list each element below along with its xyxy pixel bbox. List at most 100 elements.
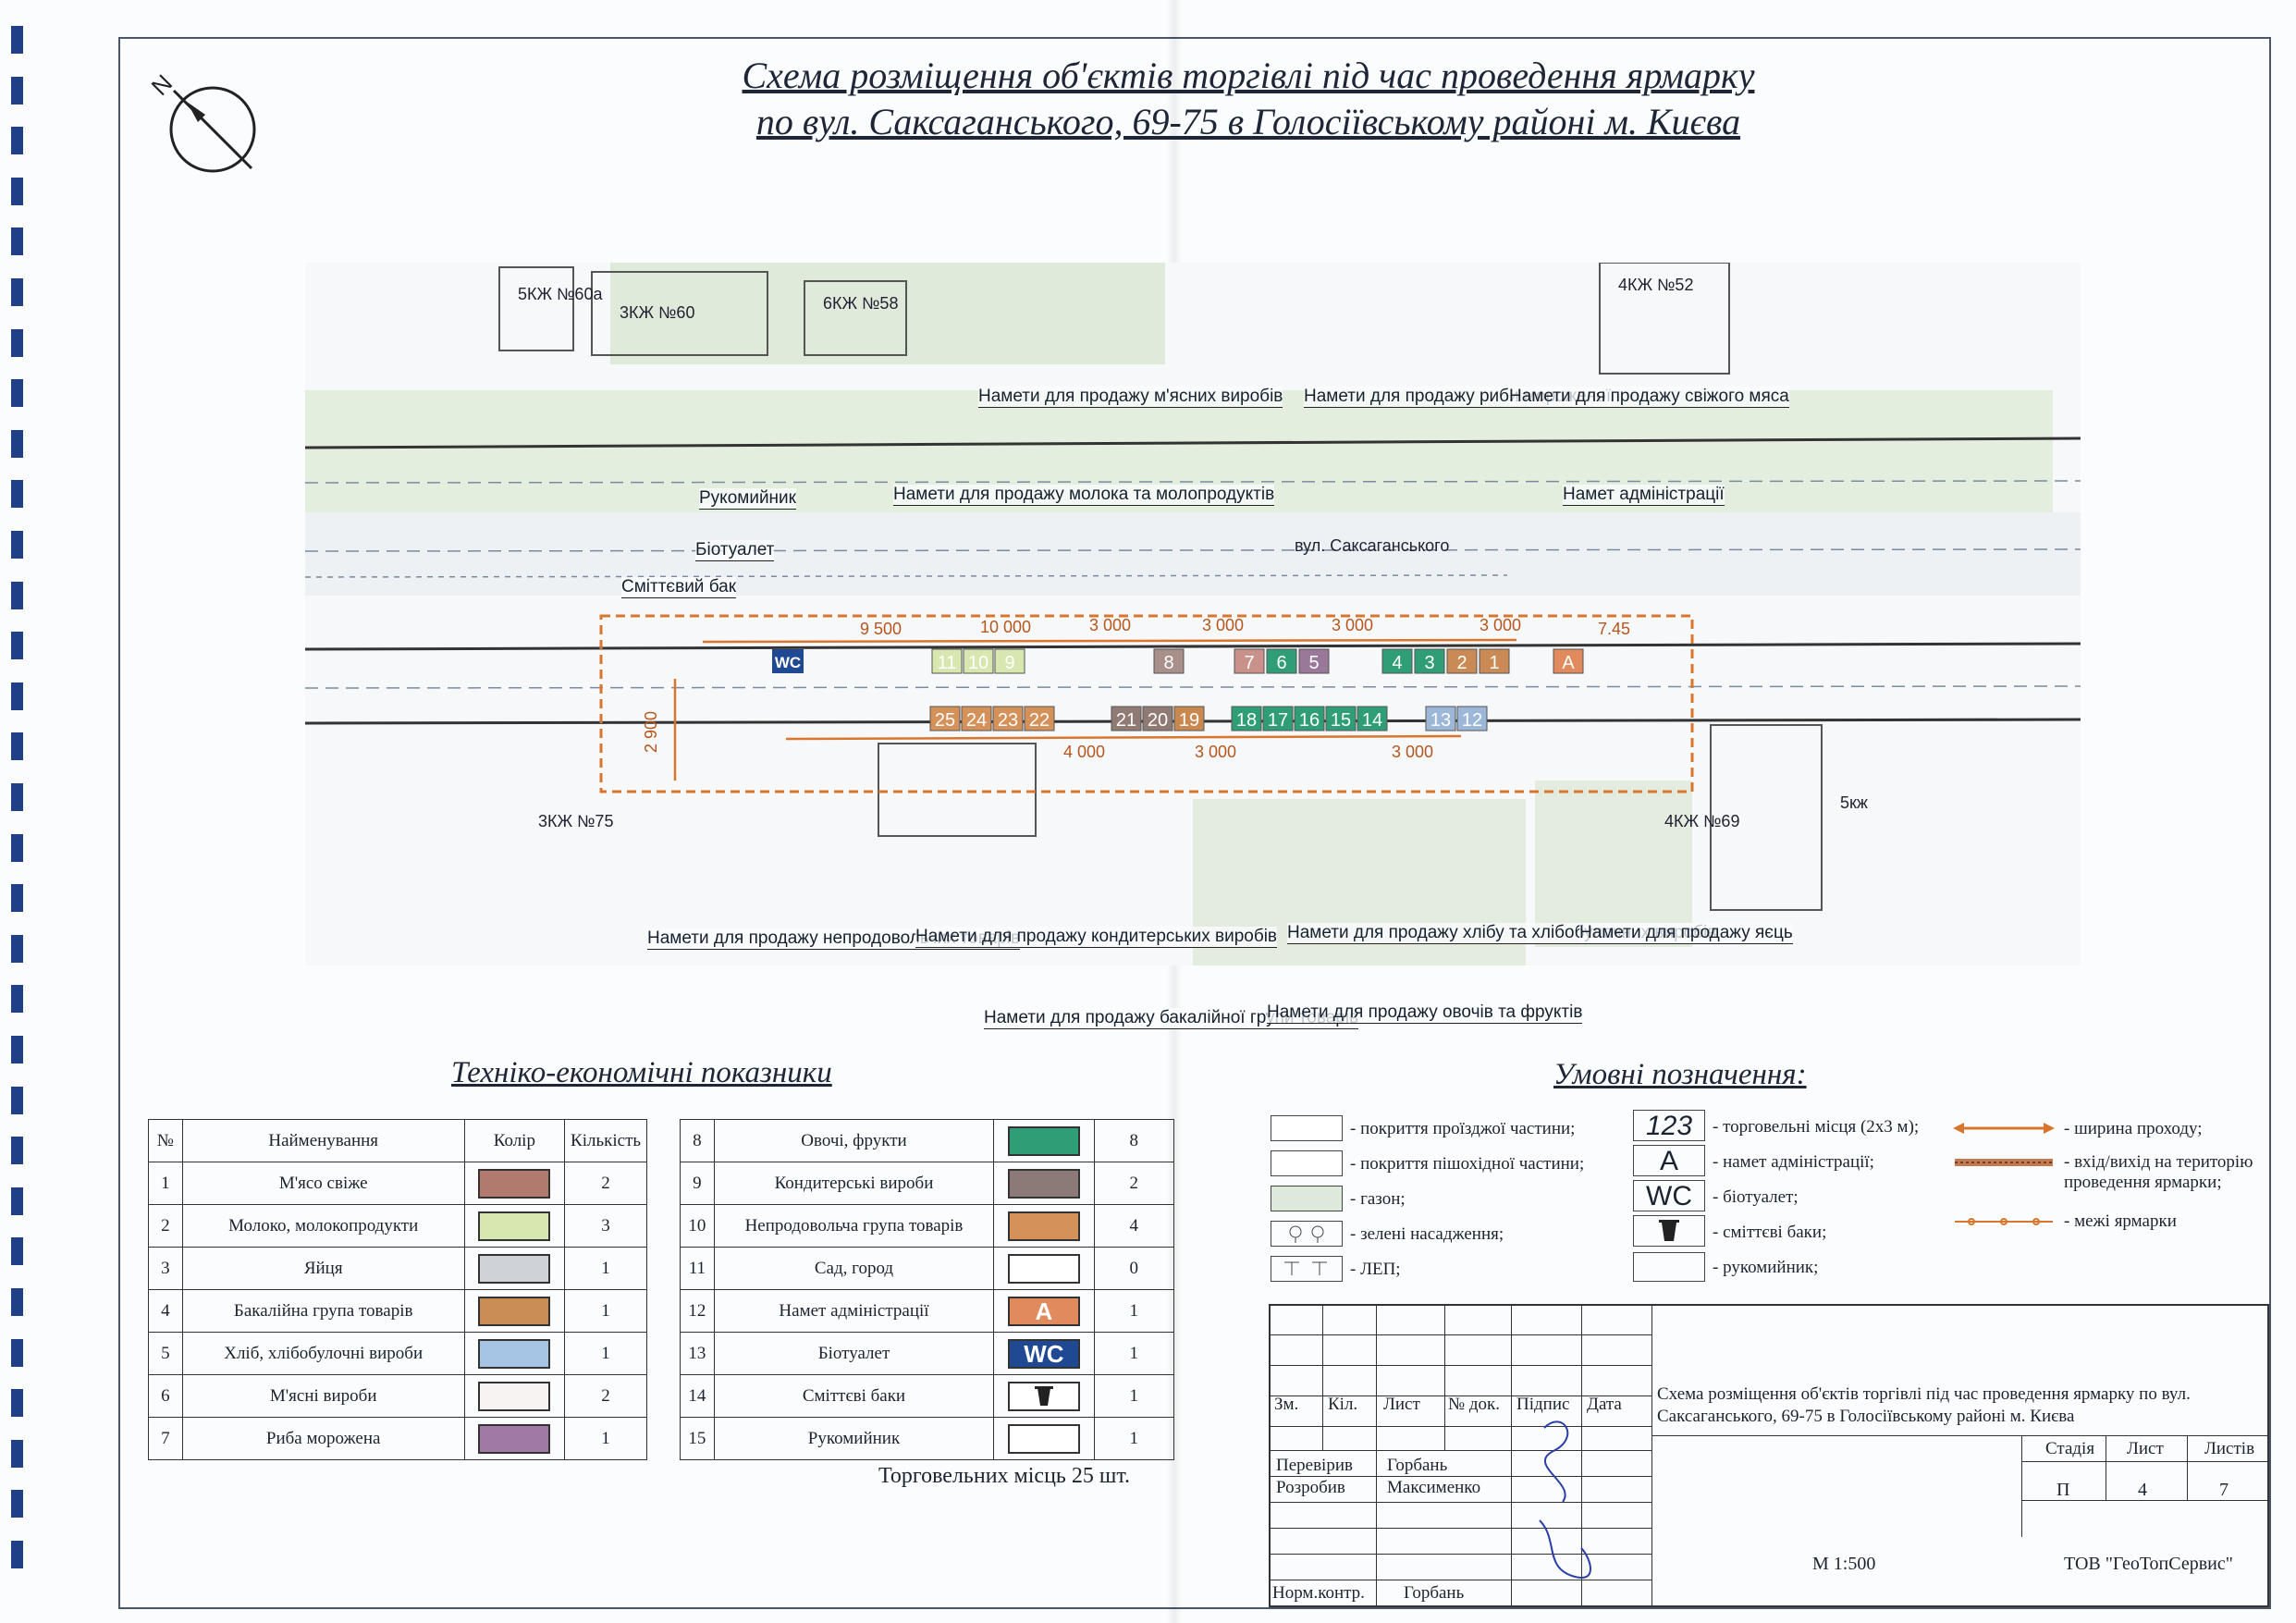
tep-total: Торговельних місць 25 шт. [878, 1464, 1131, 1488]
binding-hole [11, 278, 23, 306]
tep-row-name: Біотуалет [713, 1332, 995, 1375]
dim-3000-a: 3 000 [1089, 616, 1131, 634]
binding-hole [11, 783, 23, 811]
color-swatch [478, 1211, 551, 1241]
stall-25 [929, 706, 961, 732]
tep-header-name: Найменування [181, 1119, 465, 1162]
stall-number: 19 [1179, 710, 1199, 731]
tep-row-color [993, 1417, 1095, 1460]
tep-row-color [463, 1289, 566, 1333]
label-grocery: Намети для продажу бакалійної групи това… [984, 1008, 1359, 1029]
stall-19 [1173, 706, 1205, 732]
binding-hole [11, 1389, 23, 1418]
signature-scribble [1539, 1420, 1591, 1579]
legend-boundary: - межі ярмарки [2064, 1211, 2177, 1231]
color-swatch [478, 1381, 551, 1411]
tep-row-color [463, 1247, 566, 1290]
tep-row-qty: 1 [1093, 1332, 1175, 1375]
stall-number: 21 [1116, 710, 1136, 731]
binding-hole [11, 934, 23, 963]
tep-row-name: М'ясні вироби [181, 1374, 465, 1418]
stall-number: 1 [1489, 653, 1499, 673]
stall-A [1553, 648, 1584, 674]
stall-number: 11 [938, 653, 957, 673]
stall-number: 2 [1456, 653, 1467, 673]
tep-row-no: 7 [148, 1417, 183, 1460]
dim-2900: 2 900 [642, 711, 660, 753]
label-vegetables: Намети для продажу овочів та фруктів [1267, 1002, 1583, 1024]
tep-row-no: 6 [148, 1374, 183, 1418]
label-fresh-meat: Намети для продажу свіжого мяса [1509, 387, 1789, 408]
color-swatch [1007, 1168, 1080, 1199]
binding-hole [11, 531, 23, 559]
label-dairy: Намети для продажу молока та молопродукт… [893, 485, 1275, 506]
legend-lawn: - газон; [1350, 1189, 1406, 1209]
tep-row-color: A [993, 1289, 1095, 1333]
stamp-divider [1651, 1435, 2269, 1436]
stall-14 [1357, 706, 1388, 732]
color-swatch [478, 1168, 551, 1199]
tep-row-qty: 1 [1093, 1374, 1175, 1418]
tep-row-qty: 2 [1093, 1162, 1175, 1205]
binding-hole [11, 985, 23, 1014]
binding-hole [11, 127, 23, 155]
binding-hole [11, 1439, 23, 1468]
stall-2 [1446, 648, 1478, 674]
legend-roadway-swatch [1271, 1115, 1343, 1141]
stamp-col-lyst: Лист [1383, 1395, 1420, 1414]
tep-row-no: 14 [680, 1374, 715, 1418]
tep-row-name: Овочі, фрукти [713, 1119, 995, 1162]
tep-row-no: 15 [680, 1417, 715, 1460]
north-arrow-icon: N [148, 68, 256, 173]
stamp-stage-header: Стадія [2045, 1439, 2095, 1458]
dim-3000-b: 3 000 [1202, 616, 1244, 634]
binding-hole [11, 328, 23, 357]
title-line-1: Схема розміщення об'єктів торгівлі під ч… [742, 55, 1755, 96]
tep-row-qty: 1 [1093, 1289, 1175, 1333]
stall-12 [1456, 706, 1488, 732]
stall-18 [1231, 706, 1262, 732]
tep-row-name: Яйця [181, 1247, 465, 1290]
tep-row-qty: 2 [564, 1162, 647, 1205]
stall-number: 10 [968, 653, 988, 673]
stamp-col-date: Дата [1587, 1395, 1622, 1414]
color-swatch [478, 1423, 551, 1454]
tep-row-no: 10 [680, 1204, 715, 1248]
stamp-norm-label: Норм.контр. [1272, 1583, 1365, 1603]
stall-10 [963, 648, 994, 674]
trash-bin-icon [1659, 1220, 1679, 1241]
stall-number: 18 [1236, 710, 1257, 731]
stall-20 [1142, 706, 1173, 732]
legend-sidewalk-swatch [1271, 1150, 1343, 1176]
stall-number: 23 [998, 710, 1018, 731]
binding-hole [11, 682, 23, 710]
tep-row-qty: 0 [1093, 1247, 1175, 1290]
tep-row-no: 4 [148, 1289, 183, 1333]
legend-trade-places: - торговельні місця (2х3 м); [1713, 1117, 1920, 1137]
tep-row-color [463, 1204, 566, 1248]
legend-roadway: - покриття проїзджої частини; [1350, 1119, 1576, 1138]
stall-11 [931, 648, 963, 674]
stall-4 [1381, 648, 1413, 674]
map-building-69: 4КЖ №69 [1664, 812, 1739, 830]
stall-number: 13 [1430, 710, 1451, 731]
tep-header-qty: Кількість [564, 1119, 647, 1162]
tep-row-no: 3 [148, 1247, 183, 1290]
tep-row-qty: 1 [564, 1332, 647, 1375]
stall-22 [1024, 706, 1055, 732]
binding-hole [11, 26, 23, 54]
tep-row-name: Молоко, молокопродукти [181, 1204, 465, 1248]
binding-hole [11, 429, 23, 458]
legend-power-line-swatch [1271, 1256, 1343, 1282]
dim-9500: 9 500 [860, 620, 902, 638]
stall-number: 3 [1424, 653, 1434, 673]
stall-6 [1266, 648, 1297, 674]
stamp-checked-name: Горбань [1387, 1456, 1448, 1475]
